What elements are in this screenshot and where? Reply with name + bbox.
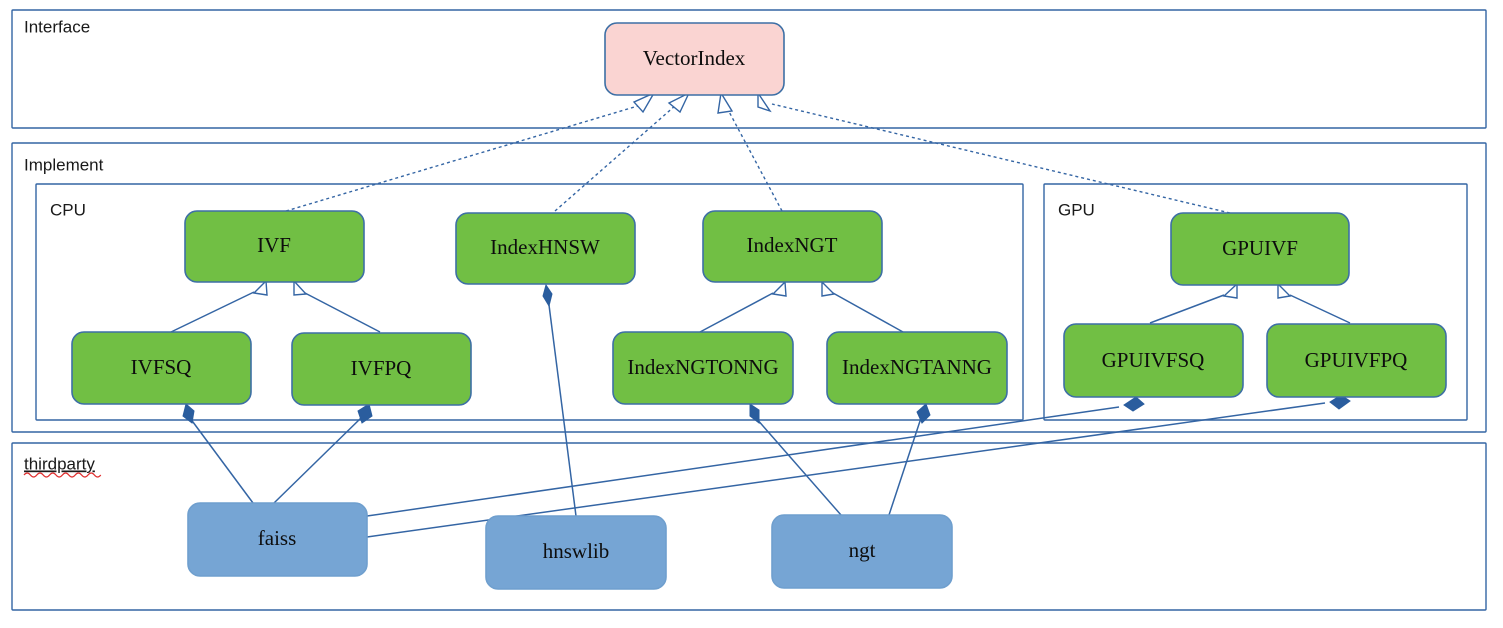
thirdparty-label: thirdparty [24, 454, 95, 473]
node-hnswlib-label: hnswlib [543, 539, 610, 563]
node-indexngtonng[interactable]: IndexNGTONNG [612, 331, 794, 405]
arrowhead-indexhnsw-vectorindex [667, 91, 691, 114]
node-gpuivfpq-rect [1266, 323, 1447, 398]
node-ivf[interactable]: IVF [184, 210, 365, 283]
node-vectorindex-label: VectorIndex [643, 46, 746, 70]
group-thirdparty[interactable]: thirdparty [11, 442, 1487, 611]
node-ivfsq-label: IVFSQ [131, 355, 192, 379]
edge-ivfsq-ivf [170, 291, 255, 333]
cpu-label: CPU [50, 200, 86, 219]
node-hnswlib[interactable]: hnswlib [485, 515, 667, 590]
edge-indexhnsw-vectorindex [554, 104, 677, 212]
arrowhead-indexngtanng-indexngt [821, 280, 836, 297]
edge-faiss-ivfpq [273, 416, 363, 504]
arrowhead-gpuivfsq-gpuivf [1222, 282, 1238, 299]
node-gpuivfpq-label: GPUIVFPQ [1305, 348, 1408, 372]
node-ngt[interactable]: ngt [771, 514, 953, 589]
diamond-faiss-ivfsq [182, 403, 195, 424]
diamond-faiss-gpuivfpq [1329, 394, 1351, 410]
node-faiss[interactable]: faiss [187, 502, 368, 577]
node-faiss-label: faiss [258, 526, 297, 550]
node-ivfpq-rect [291, 332, 472, 406]
implement-label: Implement [24, 155, 104, 174]
thirdparty-frame [11, 442, 1487, 611]
edge-ngt-indexngtanng [888, 417, 922, 516]
arrowhead-ivfpq-ivf [293, 279, 308, 296]
gpu-label: GPU [1058, 200, 1095, 219]
node-ivf-label: IVF [257, 233, 291, 257]
edge-ivf-vectorindex [285, 104, 642, 212]
node-indexngt-label: IndexNGT [747, 233, 838, 257]
arrowhead-gpuivfpq-gpuivf [1277, 282, 1292, 299]
edge-indexngtonng-indexngt [699, 292, 774, 333]
node-indexngtanng-label: IndexNGTANNG [842, 355, 992, 379]
diamond-ngt-indexngtanng [916, 403, 931, 424]
node-gpuivfpq[interactable]: GPUIVFPQ [1266, 323, 1447, 398]
node-indexngtanng-rect [826, 331, 1008, 405]
node-indexngtonng-rect [612, 331, 794, 405]
edge-gpuivfpq-gpuivf [1289, 294, 1351, 324]
diamond-ngt-indexngtonng [749, 403, 760, 425]
node-gpuivf[interactable]: GPUIVF [1170, 212, 1350, 286]
arrowhead-indexngtonng-indexngt [771, 280, 787, 297]
edge-faiss-ivfsq [189, 417, 254, 504]
edge-group-composition [182, 283, 1351, 538]
node-indexngt-rect [702, 210, 883, 283]
node-ivfsq[interactable]: IVFSQ [71, 331, 252, 405]
node-gpuivfsq[interactable]: GPUIVFSQ [1063, 323, 1244, 398]
diamond-faiss-ivfpq [357, 403, 373, 424]
node-vectorindex-rect [604, 22, 785, 96]
node-faiss-rect [187, 502, 368, 577]
arrowhead-ivf-vectorindex [632, 91, 656, 114]
edge-ngt-indexngtonng [755, 417, 842, 516]
arrowhead-indexngt-vectorindex [717, 90, 734, 114]
edge-gpuivfsq-gpuivf [1149, 294, 1225, 324]
interface-label: Interface [24, 17, 90, 36]
node-indexhnsw-rect [455, 212, 636, 285]
node-gpuivf-rect [1170, 212, 1350, 286]
node-indexngtonng-label: IndexNGTONNG [627, 355, 778, 379]
node-vectorindex[interactable]: VectorIndex [604, 22, 785, 96]
arrowhead-gpuivf-vectorindex [757, 90, 772, 113]
node-indexngtanng[interactable]: IndexNGTANNG [826, 331, 1008, 405]
edge-indexngt-vectorindex [725, 105, 783, 212]
diamond-faiss-gpuivfsq [1123, 396, 1145, 412]
edge-faiss-gpuivfsq [366, 406, 1120, 517]
node-hnswlib-rect [485, 515, 667, 590]
node-ivfsq-rect [71, 331, 252, 405]
spellcheck-squiggle-icon [23, 472, 102, 478]
node-ngt-rect [771, 514, 953, 589]
edge-faiss-gpuivfpq [366, 402, 1326, 538]
node-indexngt[interactable]: IndexNGT [702, 210, 883, 283]
node-indexhnsw[interactable]: IndexHNSW [455, 212, 636, 285]
edge-group-inheritance [170, 279, 1351, 333]
edge-hnswlib-indexhnsw [548, 304, 577, 517]
edge-indexngtanng-indexngt [832, 292, 904, 333]
node-ngt-label: ngt [849, 538, 876, 562]
node-gpuivfsq-label: GPUIVFSQ [1102, 348, 1205, 372]
node-ivfpq[interactable]: IVFPQ [291, 332, 472, 406]
arrowhead-ivfsq-ivf [252, 279, 268, 296]
edge-gpuivf-vectorindex [771, 103, 1231, 214]
node-ivfpq-label: IVFPQ [351, 356, 412, 380]
node-indexhnsw-label: IndexHNSW [490, 235, 600, 259]
node-gpuivf-label: GPUIVF [1222, 236, 1298, 260]
edge-group-realization [285, 90, 1231, 214]
diamond-hnswlib-indexhnsw [542, 283, 553, 308]
node-ivf-rect [184, 210, 365, 283]
node-gpuivfsq-rect [1063, 323, 1244, 398]
edge-ivfpq-ivf [304, 292, 381, 333]
